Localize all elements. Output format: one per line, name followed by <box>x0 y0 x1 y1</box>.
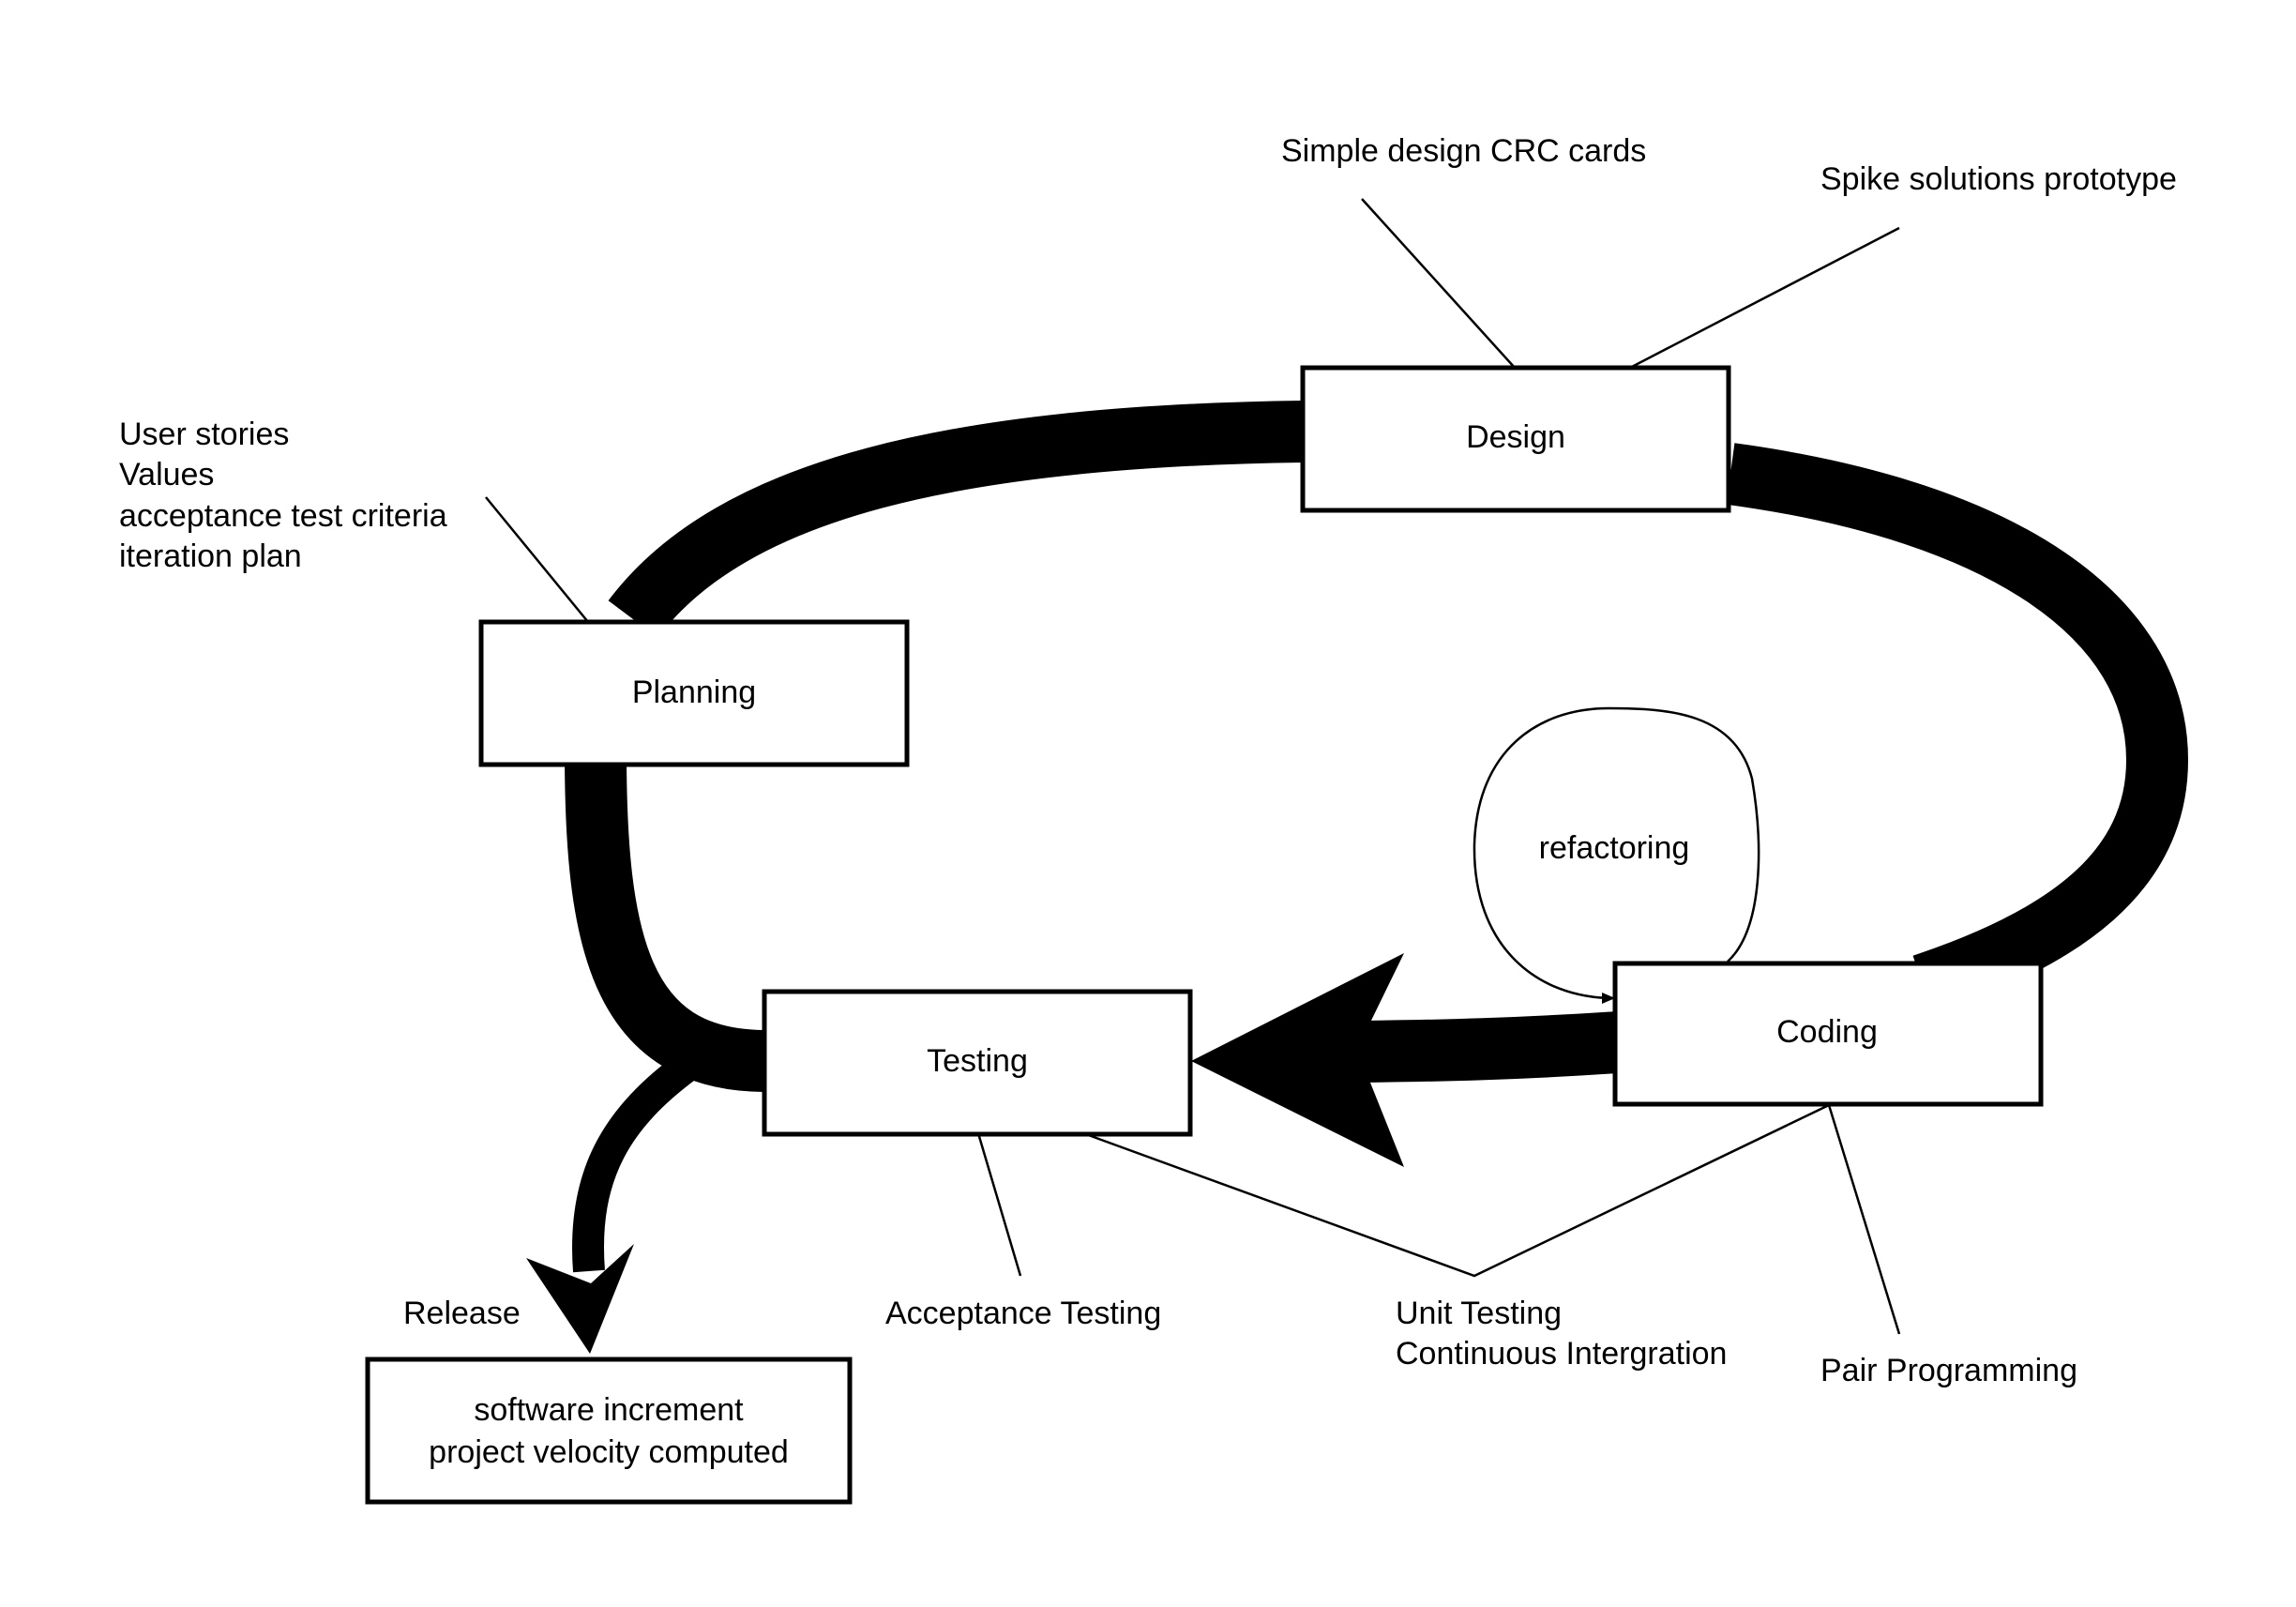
planning-note-2: Values <box>119 457 214 493</box>
coding-label: Coding <box>1776 1014 1878 1050</box>
planning-note-1: User stories <box>119 417 289 452</box>
leader-acceptance-testing <box>976 1132 1022 1277</box>
planning-note-4: iteration plan <box>119 538 302 574</box>
refactoring-label: refactoring <box>1539 830 1690 866</box>
design-left-note: Simple design CRC cards <box>1281 133 1646 169</box>
testing-box[interactable]: Testing <box>762 989 1193 1137</box>
continuous-integration-note: Continuous Intergration <box>1396 1336 1727 1372</box>
pair-programming-note: Pair Programming <box>1820 1353 2077 1388</box>
flow-coding-to-testing <box>1359 1011 1621 1083</box>
release-output-box[interactable]: software increment project velocity comp… <box>365 1357 853 1505</box>
design-box[interactable]: Design <box>1300 365 1731 513</box>
testing-label: Testing <box>927 1043 1028 1079</box>
coding-box[interactable]: Coding <box>1612 961 2044 1107</box>
leader-pair-programming <box>1827 1104 1901 1335</box>
planning-note-3: acceptance test criteria <box>119 498 447 534</box>
planning-box[interactable]: Planning <box>478 619 910 767</box>
flow-testing-to-release-arrowhead <box>526 1244 634 1354</box>
leader-planning <box>485 496 589 623</box>
unit-testing-note: Unit Testing <box>1396 1296 1562 1331</box>
flow-planning-to-design <box>608 401 1305 639</box>
release-output-line-2: project velocity computed <box>429 1434 789 1470</box>
release-label: Release <box>403 1296 521 1331</box>
refactoring-loop <box>1473 706 1760 1004</box>
flow-testing-to-release <box>572 1053 698 1273</box>
design-label: Design <box>1466 419 1565 455</box>
flow-coding-to-testing-arrowhead <box>1191 953 1404 1167</box>
flow-design-to-coding <box>1726 443 2189 1015</box>
flow-planning-to-testing <box>565 750 766 1092</box>
release-output-line-1: software increment <box>474 1392 744 1428</box>
design-right-note: Spike solutions prototype <box>1820 161 2177 197</box>
leader-design-left <box>1361 198 1516 369</box>
acceptance-testing-note: Acceptance Testing <box>885 1296 1161 1331</box>
leader-unit-testing <box>1082 1103 1830 1278</box>
planning-label: Planning <box>632 675 756 710</box>
leader-design-right <box>1629 226 1900 370</box>
